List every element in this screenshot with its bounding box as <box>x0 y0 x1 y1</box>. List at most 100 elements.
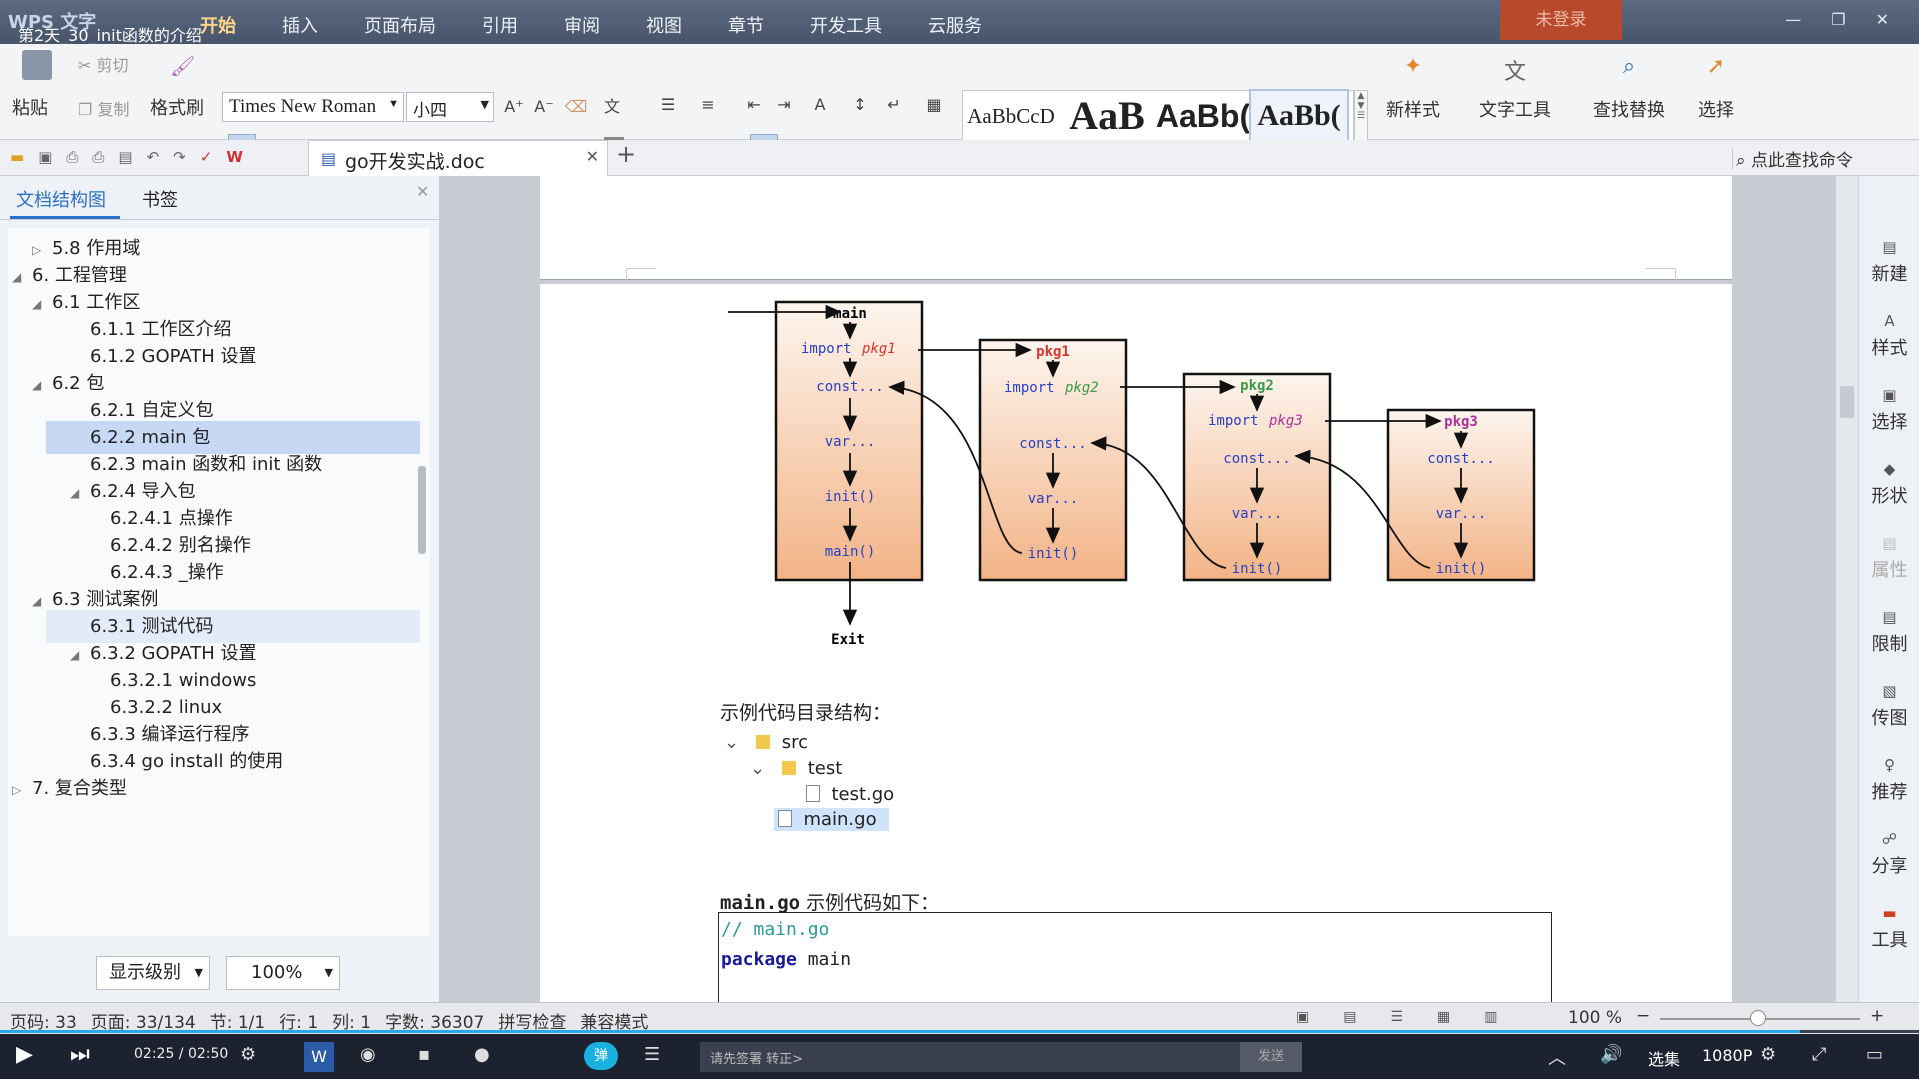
zoom-in-icon[interactable]: + <box>1870 1006 1885 1026</box>
undo-icon[interactable]: ↶ <box>146 148 160 166</box>
font-name-select[interactable]: Times New Roman▼ <box>222 92 404 122</box>
expand-toggle-icon[interactable]: ◢ <box>32 594 42 608</box>
tool-select[interactable]: ▣选择 <box>1859 386 1919 434</box>
panel-zoom-select[interactable]: 100%▼ <box>226 956 340 990</box>
close-tab-icon[interactable]: ✕ <box>585 147 599 166</box>
next-icon[interactable]: ⏭ <box>70 1042 90 1067</box>
status-page[interactable]: 页码: 33 <box>10 1013 77 1033</box>
export-icon[interactable]: ▤ <box>118 148 133 166</box>
cut-button[interactable]: ✂ 剪切 <box>78 56 129 75</box>
outline-item[interactable]: 6.2.1 自定义包 <box>46 394 420 427</box>
status-zoom[interactable]: 100 % <box>1568 1008 1623 1028</box>
tool-shape[interactable]: ◆形状 <box>1859 460 1919 508</box>
copy-button[interactable]: ❐ 复制 <box>78 100 130 119</box>
outline-item[interactable]: 6.2.2 main 包 <box>46 421 420 454</box>
outline-item[interactable]: 6.1.1 工作区介绍 <box>46 313 420 346</box>
settings-icon[interactable]: ⚙ <box>1760 1044 1777 1065</box>
outline-item[interactable]: ▷5.8 作用域 <box>8 232 420 265</box>
tree-scrollbar[interactable] <box>418 466 426 554</box>
code-block[interactable]: // main.go package main <box>718 912 1552 1008</box>
numbered-list-icon[interactable]: ≡ <box>701 95 715 114</box>
doc-scroll-thumb[interactable] <box>1840 386 1854 418</box>
expand-toggle-icon[interactable]: ▷ <box>12 783 22 797</box>
print-icon[interactable]: ⎙ <box>92 148 105 166</box>
expand-toggle-icon[interactable]: ◢ <box>70 648 80 662</box>
dir-main-go[interactable]: main.go <box>774 808 889 831</box>
menu-devtools[interactable]: 开发工具 <box>810 16 882 37</box>
show-level-select[interactable]: 显示级别▼ <box>96 956 210 990</box>
outline-item[interactable]: ◢6.3.2 GOPATH 设置 <box>46 637 420 670</box>
dir-test-go[interactable]: test.go <box>806 784 894 805</box>
video-progress[interactable] <box>0 1030 1800 1033</box>
danmaku-settings-icon[interactable]: ☰ <box>644 1044 661 1065</box>
menu-start[interactable]: 开始 <box>200 16 236 37</box>
doc-scrollbar[interactable] <box>1836 176 1858 1002</box>
expand-toggle-icon[interactable]: ◢ <box>32 297 42 311</box>
sort-icon[interactable]: ↕ <box>853 95 867 114</box>
outline-item[interactable]: ◢6.1 工作区 <box>8 286 420 319</box>
tab-document-map[interactable]: 文档结构图 <box>16 190 106 211</box>
restore-icon[interactable]: ❐ <box>1831 10 1846 29</box>
outdent-icon[interactable]: ⇤ <box>747 95 761 114</box>
fullscreen-icon[interactable]: ⤢ <box>1812 1044 1827 1065</box>
tool-share[interactable]: ☍分享 <box>1859 830 1919 878</box>
dir-src[interactable]: ⌄ src <box>724 732 808 753</box>
phonetic-icon[interactable]: 文 <box>603 97 620 116</box>
tool-recommend[interactable]: ♀推荐 <box>1859 756 1919 804</box>
reading-view-icon[interactable]: ▥ <box>1484 1009 1498 1025</box>
minimize-icon[interactable]: — <box>1785 10 1802 29</box>
outline-item[interactable]: 6.2.4.1 点操作 <box>46 502 420 535</box>
outline-item[interactable]: 6.3.3 编译运行程序 <box>46 718 420 751</box>
media-icon[interactable]: ● <box>474 1044 490 1065</box>
redo-icon[interactable]: ↷ <box>173 148 186 166</box>
indent-icon[interactable]: ⇥ <box>777 95 791 114</box>
login-button[interactable]: 未登录 <box>1500 0 1622 40</box>
close-icon[interactable]: ✕ <box>1875 10 1889 29</box>
screen-icon[interactable]: ▭ <box>1866 1044 1884 1065</box>
menu-review[interactable]: 审阅 <box>564 16 600 37</box>
tool-restrict[interactable]: ▤限制 <box>1859 608 1919 656</box>
format-painter-button[interactable]: 格式刷 <box>150 98 204 119</box>
close-panel-icon[interactable]: ✕ <box>416 182 430 201</box>
outline-item[interactable]: ▷7. 复合类型 <box>8 772 420 805</box>
status-words[interactable]: 字数: 36307 <box>385 1013 485 1033</box>
font-size-select[interactable]: 小四▼ <box>406 92 494 122</box>
print-preview-icon[interactable]: ⎙ <box>66 148 79 166</box>
expand-toggle-icon[interactable]: ◢ <box>70 486 80 500</box>
dir-test[interactable]: ⌄ test <box>750 758 843 779</box>
outline-item[interactable]: 6.2.3 main 函数和 init 函数 <box>46 448 420 481</box>
outline-item[interactable]: 6.2.4.2 别名操作 <box>46 529 420 562</box>
command-search[interactable]: ⌕ 点此查找命令 <box>1736 151 1853 171</box>
select-episode[interactable]: 选集 <box>1648 1050 1681 1069</box>
new-tab-icon[interactable]: + <box>616 140 637 168</box>
outline-item[interactable]: 6.1.2 GOPATH 设置 <box>46 340 420 373</box>
select-button[interactable]: ➚选择 <box>1686 54 1746 122</box>
text-tool-button[interactable]: 文文字工具 <box>1470 54 1560 122</box>
send-button[interactable]: 发送 <box>1240 1042 1302 1072</box>
outline-item[interactable]: ◢6. 工程管理 <box>8 259 420 292</box>
save-icon[interactable]: ▣ <box>38 148 53 166</box>
paste-icon[interactable] <box>22 50 52 80</box>
bullet-list-icon[interactable]: ☰ <box>660 95 676 114</box>
mark-icon[interactable]: ✓ <box>199 148 213 166</box>
outline-item[interactable]: ◢6.2.4 导入包 <box>46 475 420 508</box>
tab-bookmarks[interactable]: 书签 <box>142 190 178 211</box>
play-icon[interactable]: ▶ <box>16 1042 33 1067</box>
document-page[interactable] <box>540 284 1732 1002</box>
open-icon[interactable]: ▬ <box>10 148 25 166</box>
python-icon[interactable]: ⚙ <box>240 1044 257 1065</box>
zoom-slider-thumb[interactable] <box>1750 1010 1766 1026</box>
expand-toggle-icon[interactable]: ◢ <box>32 378 42 392</box>
shrink-font-icon[interactable]: A⁻ <box>534 97 554 116</box>
grow-font-icon[interactable]: A⁺ <box>504 97 524 116</box>
wps-taskbar-icon[interactable]: W <box>304 1042 334 1072</box>
status-spell[interactable]: 拼写检查 <box>498 1013 567 1033</box>
menu-layout[interactable]: 页面布局 <box>364 16 436 37</box>
clear-format-icon[interactable]: ⌫ <box>564 97 588 116</box>
expand-toggle-icon[interactable]: ▷ <box>32 243 42 257</box>
outline-item[interactable]: 6.3.2.1 windows <box>46 664 420 697</box>
outline-item[interactable]: ◢6.2 包 <box>8 367 420 400</box>
chevron-up-icon[interactable]: ︿ <box>1548 1048 1566 1069</box>
outline-item[interactable]: 6.2.4.3 _操作 <box>46 556 420 589</box>
